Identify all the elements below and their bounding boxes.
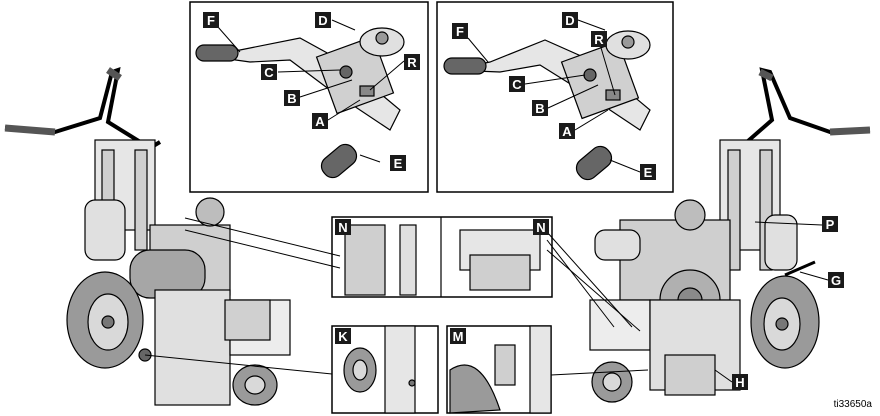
- detail-panel-k: [331, 325, 439, 414]
- label-e-left: E: [390, 155, 406, 171]
- svg-text:M: M: [453, 329, 464, 344]
- left-machine-illustration: [4, 67, 291, 406]
- svg-text:B: B: [287, 91, 296, 106]
- label-b-left: B: [284, 90, 300, 106]
- detail-panel-top-right: [436, 1, 674, 193]
- svg-text:H: H: [735, 375, 744, 390]
- figure-id: ti33650a: [833, 399, 872, 410]
- svg-text:A: A: [562, 124, 572, 139]
- svg-text:D: D: [318, 13, 327, 28]
- svg-text:C: C: [512, 77, 522, 92]
- detail-panel-middle: [331, 216, 553, 298]
- svg-text:F: F: [456, 24, 464, 39]
- svg-text:R: R: [594, 32, 604, 47]
- detail-panel-m: [446, 325, 552, 414]
- label-c-right: C: [509, 76, 525, 92]
- svg-text:P: P: [826, 217, 835, 232]
- label-p: P: [822, 216, 838, 232]
- label-h: H: [732, 374, 748, 390]
- label-d-right: D: [562, 12, 578, 28]
- label-g: G: [828, 272, 844, 288]
- label-b-right: B: [532, 100, 548, 116]
- callout-labels: F D C R B A E F: [203, 12, 844, 390]
- svg-text:C: C: [264, 65, 274, 80]
- label-a-left: A: [312, 113, 328, 129]
- label-n-left: N: [335, 219, 351, 235]
- callout-lines: [144, 217, 829, 383]
- svg-text:B: B: [535, 101, 544, 116]
- right-machine-illustration: [589, 67, 871, 403]
- svg-text:K: K: [338, 329, 348, 344]
- svg-text:E: E: [644, 165, 653, 180]
- label-n-right: N: [533, 219, 549, 235]
- label-r-left: R: [404, 54, 420, 70]
- svg-text:N: N: [338, 220, 347, 235]
- label-f-right: F: [452, 23, 468, 39]
- svg-text:G: G: [831, 273, 841, 288]
- label-a-right: A: [559, 123, 575, 139]
- svg-text:F: F: [207, 13, 215, 28]
- svg-text:R: R: [407, 55, 417, 70]
- svg-text:A: A: [315, 114, 325, 129]
- svg-text:E: E: [394, 156, 403, 171]
- svg-text:D: D: [565, 13, 574, 28]
- label-e-right: E: [640, 164, 656, 180]
- label-c-left: C: [261, 64, 277, 80]
- label-k: K: [335, 328, 351, 344]
- label-f-left: F: [203, 12, 219, 28]
- label-m: M: [450, 328, 466, 344]
- label-r-right: R: [591, 31, 607, 47]
- svg-text:N: N: [536, 220, 545, 235]
- label-d-left: D: [315, 12, 331, 28]
- detail-panel-top-left: [189, 1, 429, 193]
